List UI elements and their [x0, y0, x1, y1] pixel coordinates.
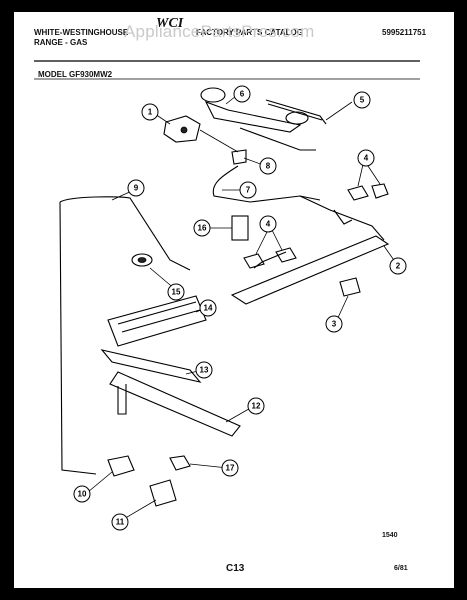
callout-9: 9 — [127, 179, 145, 197]
callout-12: 12 — [247, 397, 265, 415]
catalog-title: FACTORY PARTS CATALOG — [196, 28, 303, 37]
gas-valves-upper — [347, 183, 389, 201]
model-label: MODEL GF930MW2 — [38, 70, 113, 79]
callout-4b-label: 4 — [266, 220, 271, 229]
callout-2-label: 2 — [396, 262, 401, 271]
callout-6: 6 — [233, 85, 251, 103]
callout-6-label: 6 — [240, 90, 245, 99]
callout-11-label: 11 — [116, 518, 125, 527]
brand-line-1: WHITE-WESTINGHOUSE — [34, 28, 129, 37]
burner-part-13 — [100, 349, 202, 383]
supply-tube-part — [59, 196, 191, 475]
callout-8-label: 8 — [266, 162, 271, 171]
tube-part — [212, 165, 321, 203]
callout-13-label: 13 — [200, 366, 209, 375]
callout-4a-label: 4 — [364, 154, 369, 163]
callout-1: 1 — [141, 103, 159, 121]
callout-11: 11 — [111, 513, 129, 531]
callout-14: 14 — [199, 299, 217, 317]
burner-valve-assembly-top — [200, 87, 327, 151]
callout-5-label: 5 — [360, 96, 365, 105]
date-code: 6/81 — [394, 565, 408, 572]
watermark: AppliancePartsPros.com — [124, 22, 315, 41]
callout-10-label: 10 — [78, 490, 87, 499]
orifice-part — [231, 149, 247, 165]
bracket-part-3 — [339, 277, 361, 297]
page-code: C13 — [226, 563, 245, 574]
leader-lines — [87, 95, 399, 521]
callout-16-label: 16 — [198, 224, 207, 233]
callout-15: 15 — [167, 283, 185, 301]
heat-shield-part — [107, 295, 207, 347]
manifold-part — [230, 195, 390, 305]
callout-4-lower: 4 — [259, 215, 277, 233]
heat-shield-ribs — [117, 301, 201, 333]
figure-code: 1540 — [382, 532, 398, 539]
callout-10: 10 — [73, 485, 91, 503]
oven-burner-tube — [117, 384, 127, 415]
callout-17-label: 17 — [226, 464, 235, 473]
gas-valves-lower — [243, 247, 297, 269]
bracket-part-11 — [149, 479, 177, 507]
callout-8: 8 — [259, 157, 277, 175]
callout-7: 7 — [239, 181, 257, 199]
callout-13: 13 — [195, 361, 213, 379]
callout-16: 16 — [193, 219, 211, 237]
callout-14-label: 14 — [204, 304, 213, 313]
callout-5: 5 — [353, 91, 371, 109]
callout-12-label: 12 — [252, 402, 261, 411]
part-number: 5995211751 — [382, 28, 427, 37]
clip-part-17 — [169, 455, 191, 471]
callout-15-label: 15 — [172, 288, 181, 297]
regulator-part — [163, 115, 239, 153]
brand-line-2: RANGE - GAS — [34, 38, 88, 47]
callout-3-label: 3 — [332, 320, 337, 329]
callout-4-upper: 4 — [357, 149, 375, 167]
ignitor-part — [231, 215, 249, 241]
callout-3: 3 — [325, 315, 343, 333]
callout-9-label: 9 — [134, 184, 139, 193]
bracket-part-10 — [107, 455, 135, 477]
nut-part — [131, 253, 153, 267]
callout-7-label: 7 — [246, 186, 251, 195]
callout-2: 2 — [389, 257, 407, 275]
callout-17: 17 — [221, 459, 239, 477]
callout-1-label: 1 — [148, 108, 153, 117]
oven-burner-part — [109, 371, 241, 437]
wci-logo: WCI — [156, 16, 184, 31]
